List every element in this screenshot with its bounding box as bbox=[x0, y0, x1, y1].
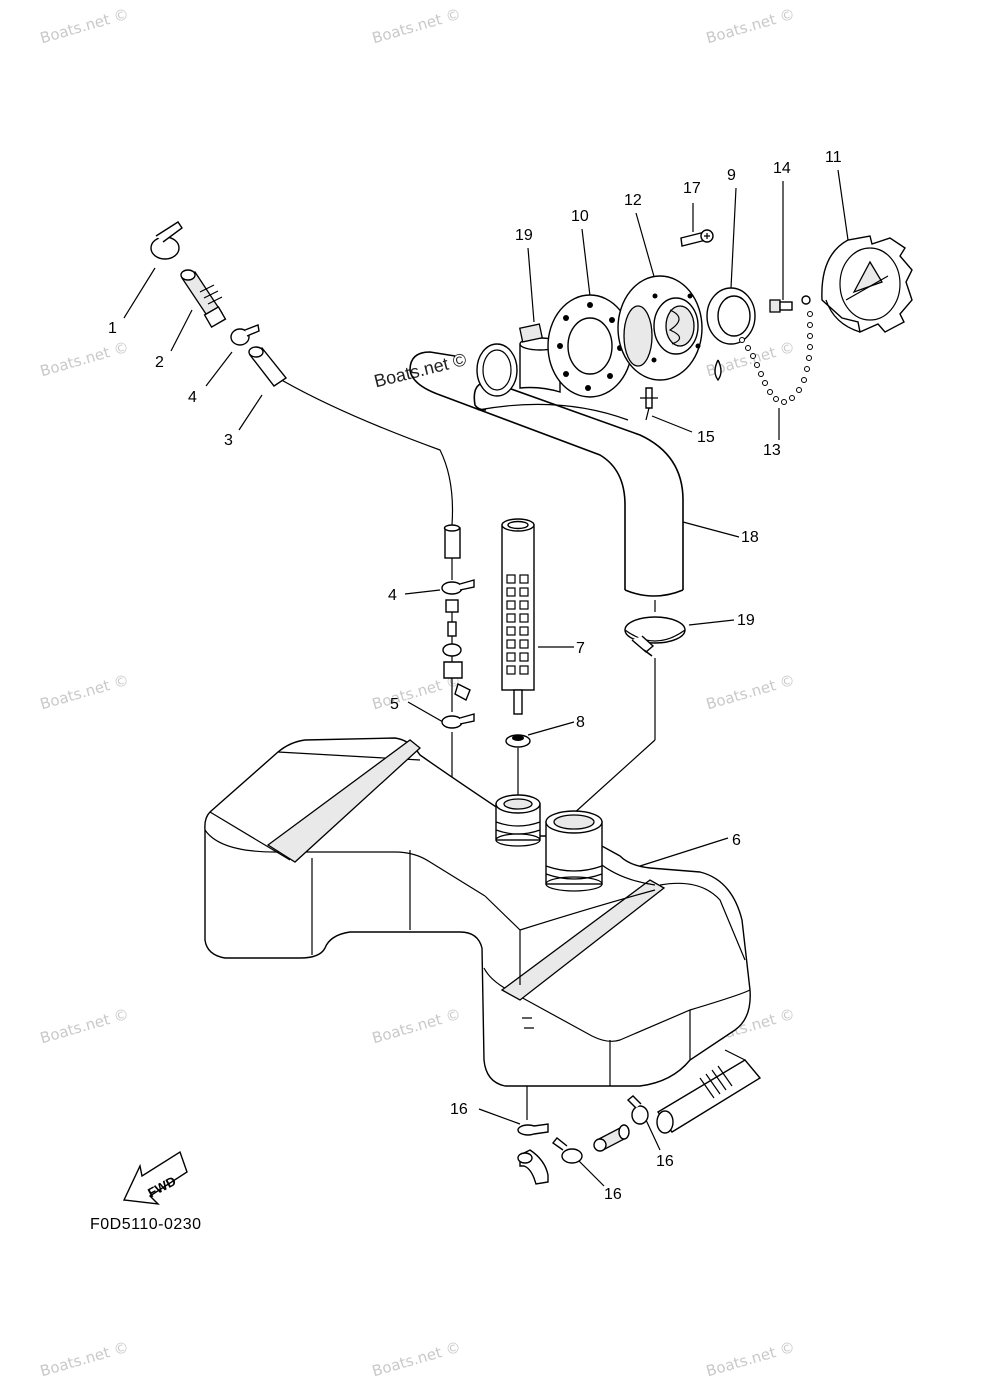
callout-19: 19 bbox=[515, 227, 533, 244]
fuel-tank-part-6 bbox=[204, 737, 751, 1087]
screw-part-17 bbox=[680, 229, 714, 247]
callout-8: 8 bbox=[576, 714, 585, 731]
strainer-part-7 bbox=[501, 518, 535, 715]
callout-10: 10 bbox=[571, 208, 589, 225]
callout-16: 16 bbox=[656, 1153, 674, 1170]
callout-11: 11 bbox=[825, 149, 842, 166]
clamp-part-16-right bbox=[626, 1095, 649, 1125]
ring-part-9 bbox=[706, 287, 756, 382]
outlet-pipe bbox=[656, 1049, 762, 1134]
callout-9: 9 bbox=[727, 167, 736, 184]
callout-19: 19 bbox=[737, 612, 755, 629]
callout-13: 13 bbox=[763, 442, 781, 459]
callout-7: 7 bbox=[576, 640, 585, 657]
tank-opening-strainer bbox=[495, 794, 541, 847]
hose-ring bbox=[476, 343, 518, 397]
clamp-part-19-lower bbox=[624, 616, 686, 657]
callout-18: 18 bbox=[741, 529, 759, 546]
callout-16: 16 bbox=[604, 1186, 622, 1203]
tank-opening-filler bbox=[545, 810, 603, 892]
figure-code: F0D5110-0230 bbox=[90, 1216, 202, 1233]
callout-6: 6 bbox=[732, 832, 741, 849]
hose-part-3 bbox=[248, 346, 288, 387]
grommet-part-8 bbox=[505, 734, 531, 748]
callout-17: 17 bbox=[683, 180, 701, 197]
callout-4: 4 bbox=[188, 389, 197, 406]
filler-neck-part-12 bbox=[617, 275, 703, 381]
clamp-part-16-left bbox=[517, 1123, 549, 1136]
callout-12: 12 bbox=[624, 192, 642, 209]
fuel-cap-part-11 bbox=[821, 235, 913, 333]
clamp-part-1 bbox=[150, 221, 183, 260]
clamp-part-4 bbox=[230, 324, 260, 346]
rivet-part-15 bbox=[640, 387, 658, 421]
drain-hose bbox=[517, 1017, 549, 1185]
fitting-part-2 bbox=[180, 269, 227, 329]
callout-4: 4 bbox=[388, 587, 397, 604]
bolt-part-14 bbox=[769, 295, 811, 313]
callout-16: 16 bbox=[450, 1101, 468, 1118]
fwd-arrow-icon: FWD bbox=[122, 1150, 188, 1205]
callout-2: 2 bbox=[155, 354, 164, 371]
clamp-part-16-mid bbox=[551, 1137, 583, 1164]
leader-lines bbox=[123, 169, 849, 1187]
callout-5: 5 bbox=[390, 696, 399, 713]
callout-1: 1 bbox=[108, 320, 117, 337]
callout-3: 3 bbox=[224, 432, 233, 449]
callout-15: 15 bbox=[697, 429, 715, 446]
gasket-part-10 bbox=[547, 294, 633, 398]
callout-14: 14 bbox=[773, 160, 791, 177]
drain-fitting bbox=[593, 1124, 630, 1152]
vent-fittings bbox=[441, 524, 475, 811]
chain-part-13 bbox=[739, 311, 813, 405]
